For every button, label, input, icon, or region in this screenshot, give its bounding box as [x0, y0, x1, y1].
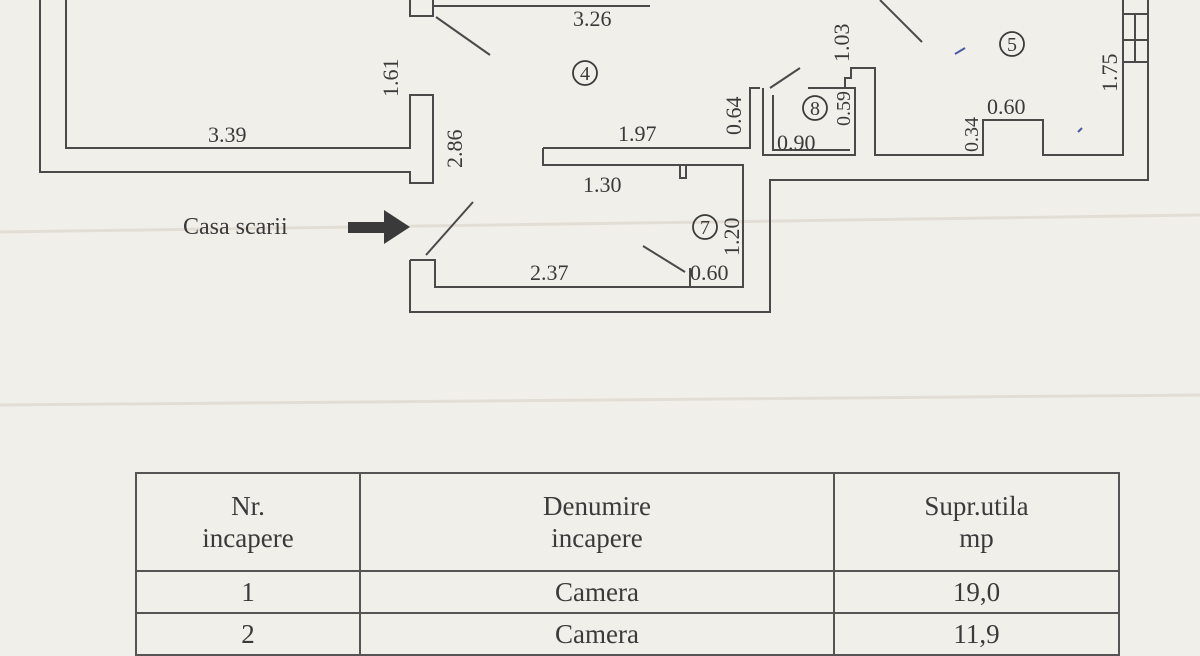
dimension-label: 3.26 [573, 6, 612, 31]
room-area-table: Nr. incapere Denumire incapere Supr.util… [135, 472, 1120, 656]
svg-text:7: 7 [700, 217, 710, 239]
dimension-label: 3.39 [208, 122, 247, 147]
room-marker-7: 7 [692, 214, 718, 240]
door-swing [879, 0, 923, 43]
room-number-cell: 2 [135, 612, 361, 656]
pen-mark [954, 47, 966, 55]
svg-text:4: 4 [580, 63, 590, 85]
dimension-label: 0.60 [987, 94, 1026, 119]
room-area-cell: 11,9 [833, 612, 1120, 656]
floor-plan: Casa scarii 3.26 1.61 3.39 2.86 1.97 0.6… [0, 0, 1200, 407]
header-room-name: Denumire incapere [359, 472, 835, 572]
room-marker-8: 8 [802, 95, 828, 121]
window-mark [1123, 13, 1148, 63]
left-room-walls [39, 0, 650, 184]
room-area-cell: 19,0 [833, 570, 1120, 614]
room-name-cell: Camera [359, 612, 835, 656]
dimension-label: 0.59 [833, 91, 855, 126]
room-marker-5: 5 [999, 31, 1025, 57]
table-row: 2 Camera 11,9 [135, 612, 1120, 656]
svg-text:8: 8 [810, 98, 820, 120]
room-number-cell: 1 [135, 570, 361, 614]
door-swing [642, 245, 686, 273]
svg-text:5: 5 [1007, 34, 1017, 56]
dimension-label: 1.20 [719, 218, 744, 257]
header-room-number: Nr. incapere [135, 472, 361, 572]
paper-fold [0, 393, 1200, 407]
dimension-label: 1.75 [1097, 54, 1122, 93]
door-swing [425, 201, 474, 256]
dimension-label: 0.64 [721, 97, 746, 136]
paper-fold [0, 213, 1200, 234]
room-name-cell: Camera [359, 570, 835, 614]
dimension-label: 0.60 [690, 260, 729, 285]
right-room-walls [762, 0, 1124, 156]
table-header-row: Nr. incapere Denumire incapere Supr.util… [135, 472, 1120, 572]
dimension-label: 1.30 [583, 172, 622, 197]
dimension-label: 2.37 [530, 260, 569, 285]
table-row: 1 Camera 19,0 [135, 570, 1120, 614]
dimension-label: 0.90 [777, 130, 816, 155]
stair-label: Casa scarii [183, 214, 288, 240]
dimension-label: 1.61 [378, 59, 403, 98]
dimension-label: 2.86 [442, 130, 467, 169]
dimension-label: 1.03 [829, 24, 854, 63]
arrow-right-icon [348, 210, 410, 244]
dimension-label: 1.97 [618, 121, 657, 146]
room-marker-4: 4 [572, 60, 598, 86]
header-usable-area: Supr.utila mp [833, 472, 1120, 572]
door-swing [769, 67, 801, 89]
dimension-label: 0.34 [961, 117, 983, 152]
central-walls [409, 0, 1149, 313]
pen-mark [1077, 127, 1083, 133]
door-swing [435, 16, 491, 56]
